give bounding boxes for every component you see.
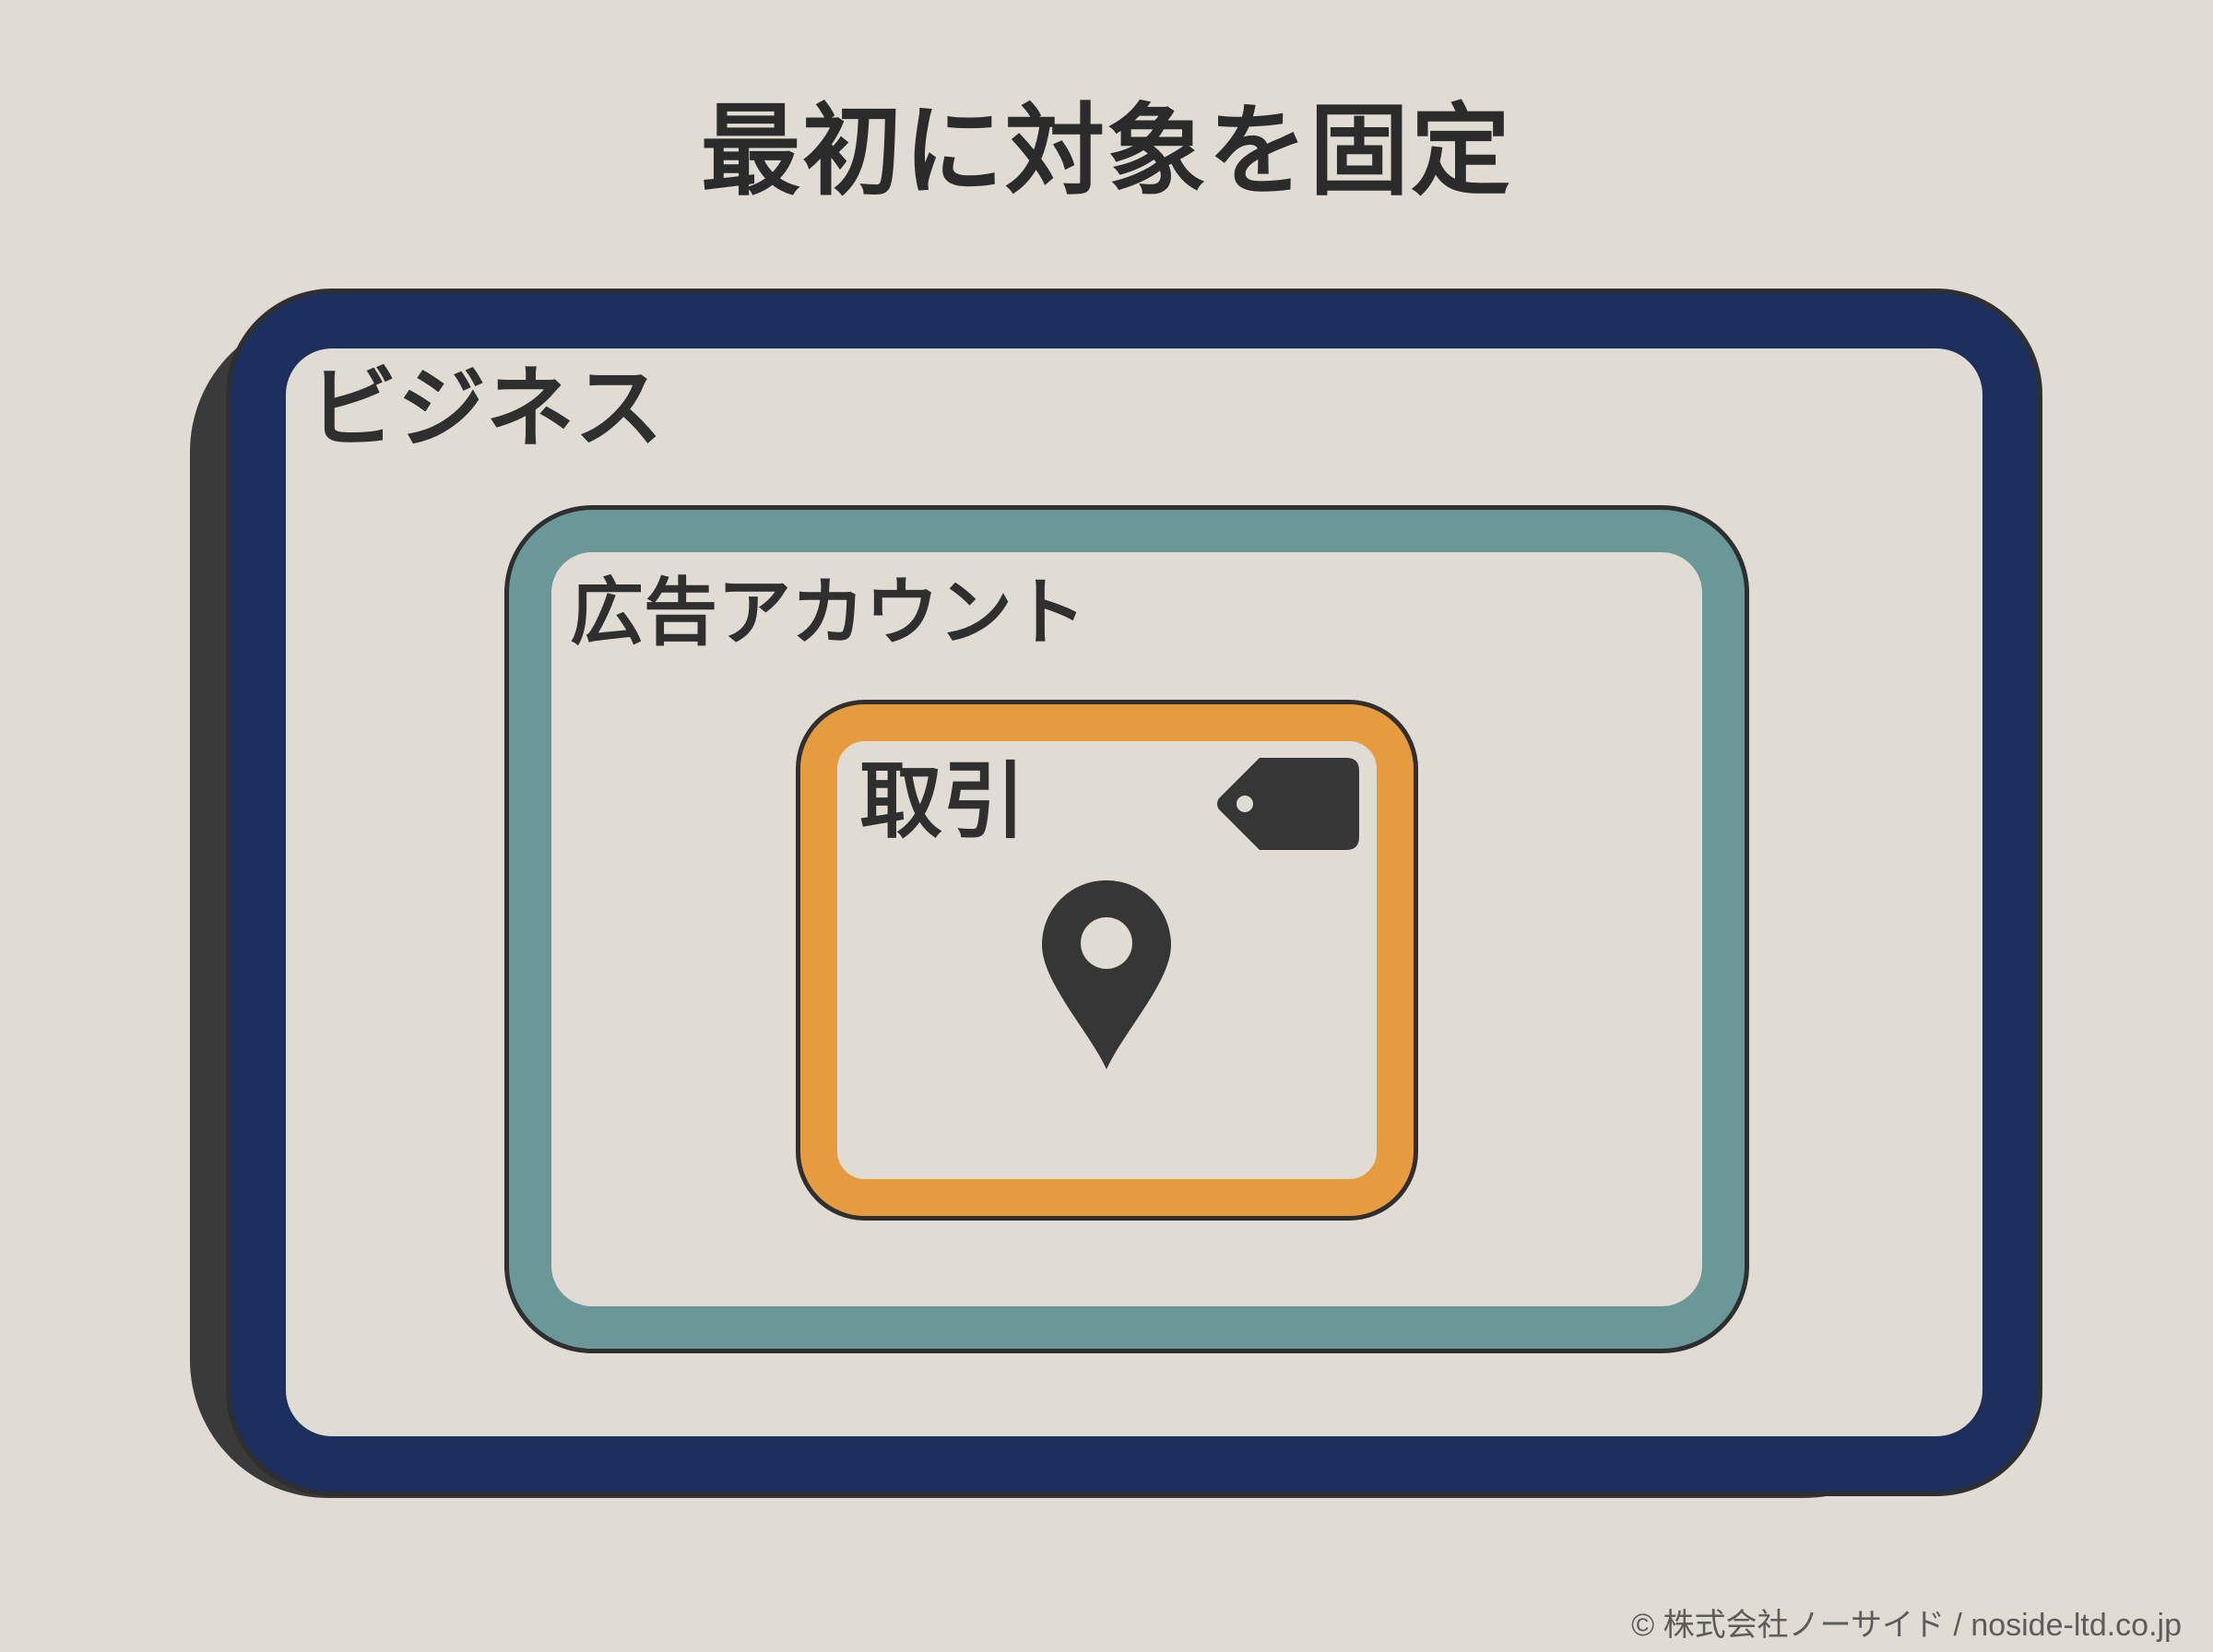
tag-icon [1217,758,1359,850]
location-pin-icon [1042,880,1171,1069]
page-title: 最初に対象を固定 [700,94,1512,209]
business-label: ビジネス [309,357,663,460]
ad-account-label: 広告アカウント [570,570,1086,655]
deal-label: 取引 [859,753,1025,850]
copyright-footer: © 株式会社ノーサイド / noside-ltd.co.jp [1631,1608,2182,1643]
